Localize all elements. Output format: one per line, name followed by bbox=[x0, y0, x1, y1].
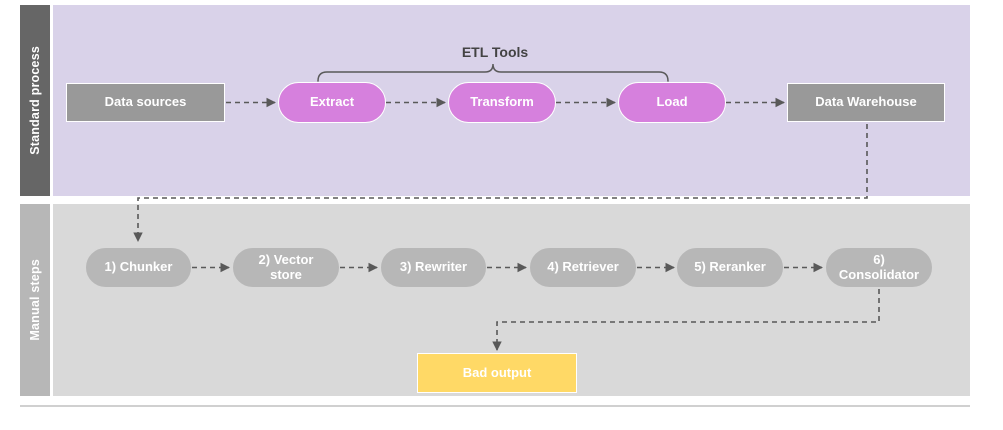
node-reranker[interactable]: 5) Reranker bbox=[676, 247, 784, 288]
node-retriever[interactable]: 4) Retriever bbox=[529, 247, 637, 288]
connector-consolidator-to-bad-output bbox=[492, 289, 880, 351]
connector-warehouse-to-chunker bbox=[133, 124, 868, 242]
node-consolidator[interactable]: 6) Consolidator bbox=[825, 247, 933, 288]
etl-tools-label: ETL Tools bbox=[461, 44, 529, 60]
node-vector-store[interactable]: 2) Vector store bbox=[232, 247, 340, 288]
lane-manual-steps-label-band: Manual steps bbox=[20, 204, 50, 396]
node-data-sources[interactable]: Data sources bbox=[66, 83, 225, 122]
lane-standard-process-label-band: Standard process bbox=[20, 5, 50, 196]
node-rewriter[interactable]: 3) Rewriter bbox=[380, 247, 487, 288]
node-load[interactable]: Load bbox=[618, 82, 726, 123]
node-chunker[interactable]: 1) Chunker bbox=[85, 247, 192, 288]
etl-bracket bbox=[317, 63, 669, 82]
bottom-divider bbox=[20, 405, 970, 407]
node-data-warehouse[interactable]: Data Warehouse bbox=[787, 83, 945, 122]
node-bad-output[interactable]: Bad output bbox=[417, 353, 577, 393]
node-transform[interactable]: Transform bbox=[448, 82, 556, 123]
node-extract[interactable]: Extract bbox=[278, 82, 386, 123]
